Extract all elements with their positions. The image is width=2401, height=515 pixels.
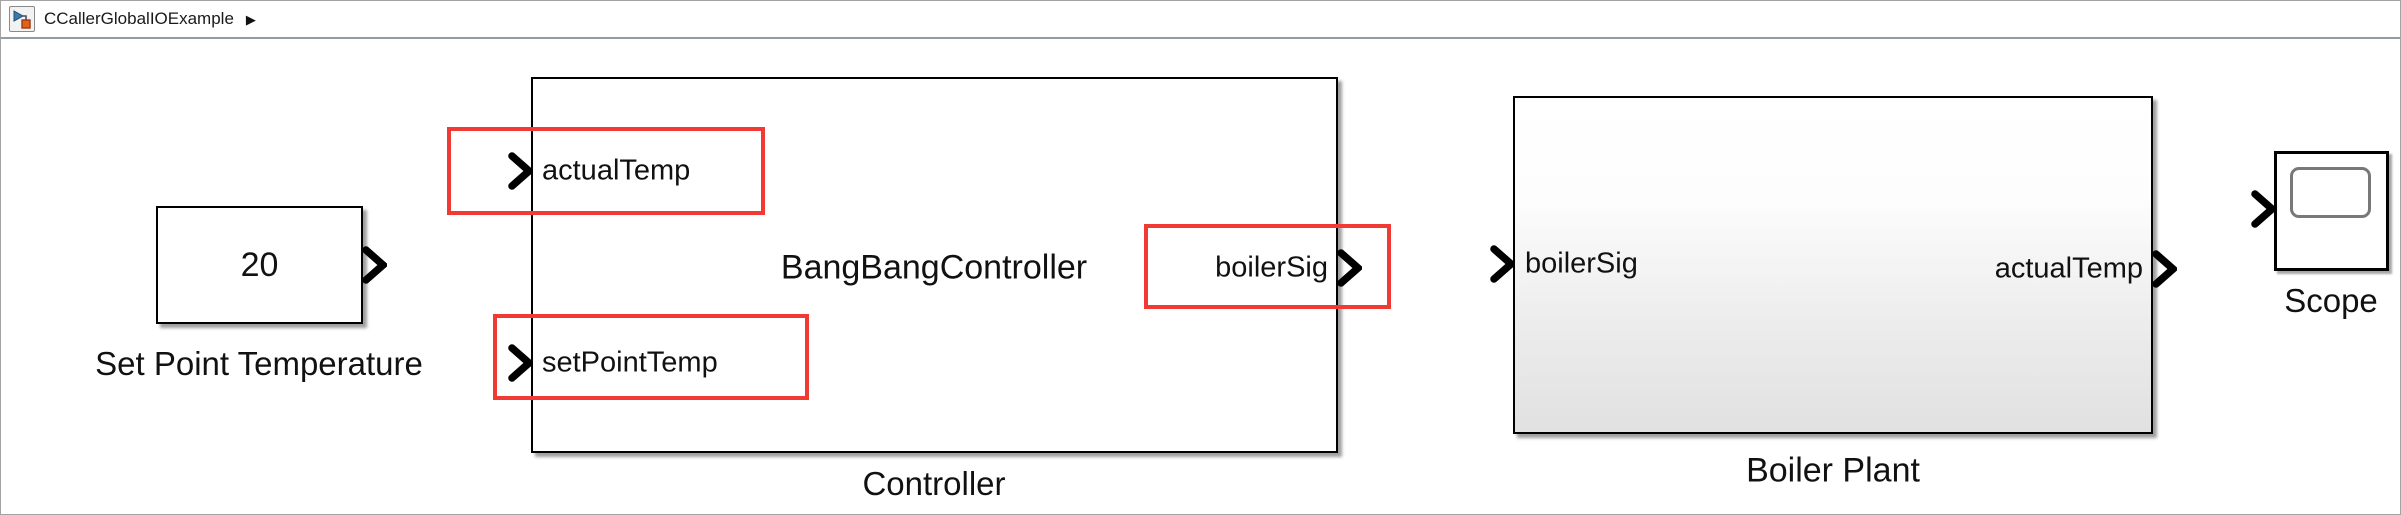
constant-block-label: Set Point Temperature bbox=[95, 345, 423, 382]
boiler-block-label: Boiler Plant bbox=[1746, 451, 1920, 490]
scope-input-port-icon[interactable] bbox=[2251, 190, 2276, 228]
controller-output1-label: boilerSig bbox=[1215, 251, 1328, 284]
controller-output1-port-icon[interactable] bbox=[1337, 249, 1362, 287]
simulink-model-icon bbox=[9, 6, 35, 32]
boiler-input-label: boilerSig bbox=[1525, 247, 1638, 280]
scope-block-label: Scope bbox=[2284, 282, 2378, 319]
controller-input1-label: actualTemp bbox=[542, 154, 691, 187]
breadcrumb: CCallerGlobalIOExample ▶ bbox=[1, 1, 2400, 39]
controller-input1-port-icon[interactable] bbox=[508, 152, 533, 190]
boiler-output-port-icon[interactable] bbox=[2152, 250, 2177, 288]
boiler-output-label: actualTemp bbox=[1994, 252, 2143, 285]
controller-display-name: BangBangController bbox=[780, 248, 1088, 287]
breadcrumb-chevron-icon[interactable]: ▶ bbox=[245, 11, 256, 27]
controller-block[interactable] bbox=[531, 77, 1338, 453]
controller-input2-port-icon[interactable] bbox=[508, 344, 533, 382]
constant-value: 20 bbox=[240, 245, 279, 284]
controller-input2-label: setPointTemp bbox=[542, 346, 718, 379]
controller-block-label: Controller bbox=[862, 465, 1006, 502]
scope-screen-icon bbox=[2290, 167, 2371, 218]
constant-output-port-icon[interactable] bbox=[362, 246, 387, 284]
boiler-plant-block[interactable] bbox=[1513, 96, 2153, 434]
constant-block[interactable]: 20 bbox=[156, 206, 363, 324]
breadcrumb-model-name[interactable]: CCallerGlobalIOExample bbox=[44, 9, 234, 28]
boiler-input-port-icon[interactable] bbox=[1490, 245, 1515, 283]
